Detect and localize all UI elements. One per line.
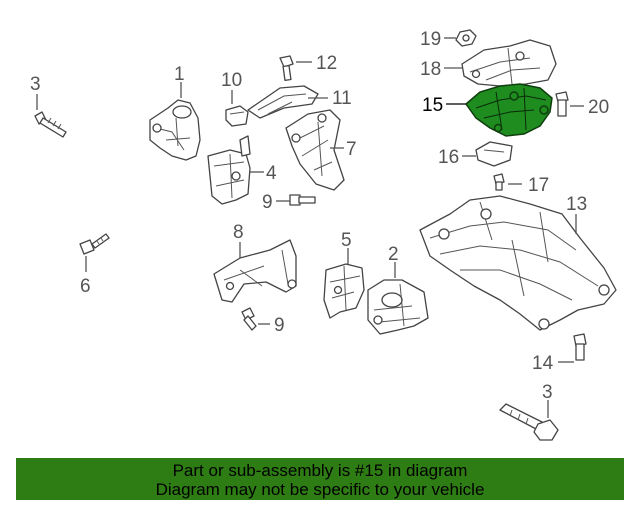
part-5-bracket: [323, 263, 365, 319]
callout-10: 10: [221, 70, 242, 91]
info-banner: Part or sub-assembly is #15 in diagram D…: [16, 458, 624, 500]
part-3-bolt-lower: [499, 403, 559, 441]
part-18-mount-bracket: [461, 39, 557, 87]
part-7-bracket: [285, 109, 345, 191]
part-4-bracket: [207, 135, 251, 205]
callout-13: 13: [566, 194, 587, 215]
callout-18: 18: [420, 59, 441, 80]
part-14-bolt: [573, 333, 587, 361]
callout-5: 5: [341, 230, 352, 251]
callout-15-highlighted: 15: [422, 95, 443, 116]
part-6-bolt: [79, 233, 110, 255]
part-16-pad: [475, 141, 513, 167]
part-15-mount-bracket-highlighted: [464, 83, 553, 137]
callout-6: 6: [80, 276, 91, 297]
part-3-bolt-upper: [34, 111, 67, 138]
part-9-bolt-upper: [289, 194, 316, 206]
part-2-engine-mount: [367, 279, 429, 335]
callout-19: 19: [420, 29, 441, 50]
part-10-clip: [225, 105, 249, 127]
callout-3-lower: 3: [542, 382, 553, 403]
callout-20: 20: [588, 97, 609, 118]
callout-17: 17: [528, 175, 549, 196]
part-8-bracket: [213, 239, 297, 303]
callout-16: 16: [438, 147, 459, 168]
parts-diagram: 1 2 3 3 4 5 6 7 8 9 9 10 11 12 13 14 15 …: [30, 29, 617, 441]
part-1-engine-mount: [149, 99, 201, 161]
part-9-bolt-lower: [241, 307, 257, 331]
part-17-bolt: [493, 173, 505, 191]
callout-9-upper: 9: [262, 192, 273, 213]
part-12-bolt: [279, 55, 294, 81]
part-19-nut: [455, 29, 477, 47]
part-20-bolt: [555, 91, 569, 117]
part-11-shield: [247, 85, 319, 119]
callout-7: 7: [346, 139, 357, 160]
callout-2: 2: [388, 244, 399, 265]
callout-11: 11: [332, 88, 352, 109]
callout-12: 12: [316, 53, 337, 74]
banner-line-part: Part or sub-assembly is #15 in diagram: [172, 461, 468, 480]
callout-14: 14: [532, 353, 554, 374]
callout-3-upper: 3: [30, 74, 41, 95]
part-13-subframe: [419, 195, 617, 331]
callout-4: 4: [266, 163, 277, 184]
callout-9-lower: 9: [274, 315, 285, 336]
callout-1: 1: [174, 64, 185, 85]
banner-line-disclaimer: Diagram may not be specific to your vehi…: [155, 480, 485, 499]
callout-8: 8: [233, 222, 244, 243]
